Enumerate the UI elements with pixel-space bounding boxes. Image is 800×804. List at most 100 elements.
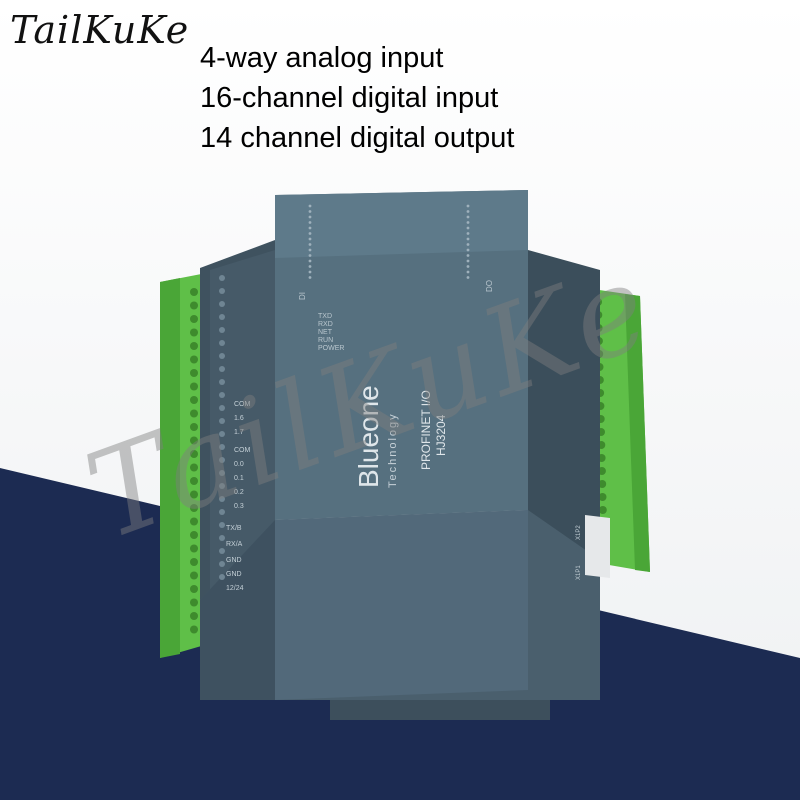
led-indicator — [466, 276, 470, 279]
led-indicator — [466, 221, 470, 224]
terminal-screw — [190, 544, 198, 553]
led-indicator — [308, 265, 312, 268]
housing-screw — [219, 444, 225, 450]
led-label-txd: TXD — [318, 313, 332, 320]
led-label-run: RUN — [318, 337, 333, 344]
housing-screw — [219, 379, 225, 385]
housing-screw — [219, 288, 225, 294]
terminal-screw — [190, 396, 198, 404]
terminal-screw — [190, 328, 198, 337]
terminal-screw — [190, 490, 198, 499]
led-indicator — [466, 215, 470, 219]
terminal-screw — [190, 409, 198, 418]
terminal-screw — [190, 301, 198, 310]
led-indicator — [466, 243, 470, 246]
terminal-screw — [190, 504, 198, 512]
housing-screw — [219, 522, 225, 528]
bus-terminal-label: RX/A — [226, 541, 243, 548]
terminal-screw — [190, 450, 198, 458]
port-label-x1p2: X1P2 — [576, 525, 582, 540]
housing-screw — [219, 327, 225, 333]
brand-name-text: Blueone — [353, 385, 384, 488]
terminal-screw — [190, 585, 198, 593]
led-indicator — [308, 270, 312, 274]
housing-screw — [219, 353, 225, 359]
bus-terminal-label: GND — [226, 571, 242, 578]
led-indicator — [308, 259, 312, 263]
terminal-label: 0.2 — [234, 489, 244, 496]
housing-screw — [219, 314, 225, 320]
led-indicator — [308, 276, 312, 279]
port-label-x1p1: X1P1 — [576, 565, 582, 580]
terminal-label: COM — [234, 447, 251, 454]
di-label: DI — [298, 292, 307, 300]
terminal-screw — [598, 506, 607, 514]
terminal-label: 1.6 — [234, 415, 244, 422]
terminal-screw — [190, 517, 198, 526]
led-indicator — [308, 221, 312, 224]
brand-sub-text: Technology — [387, 412, 399, 488]
product-line-text: PROFINET I/O — [419, 390, 433, 470]
terminal-screw — [190, 342, 198, 350]
housing-screw — [219, 301, 225, 307]
led-indicator — [466, 259, 470, 263]
led-indicator — [466, 237, 470, 241]
housing-screw — [219, 392, 225, 398]
led-indicator — [308, 215, 312, 219]
led-indicator — [466, 254, 470, 257]
led-indicator — [308, 243, 312, 246]
housing-screw — [219, 431, 225, 437]
terminal-screw — [190, 463, 198, 472]
device-top-face — [275, 190, 528, 520]
terminal-screw — [190, 382, 198, 391]
led-indicator — [466, 232, 470, 235]
housing-screw — [219, 548, 225, 554]
led-indicator — [308, 210, 312, 213]
housing-screw — [219, 418, 225, 424]
housing-screw — [219, 535, 225, 541]
housing-screw — [219, 275, 225, 281]
led-indicator — [466, 204, 470, 208]
feature-item: 14 channel digital output — [200, 122, 515, 154]
led-indicator — [466, 226, 470, 230]
terminal-label: 0.0 — [234, 461, 244, 468]
led-label-rxd: RXD — [318, 321, 333, 328]
housing-screw — [219, 509, 225, 515]
terminal-label: 0.1 — [234, 475, 244, 482]
led-indicator — [466, 210, 470, 213]
do-label: DO — [485, 280, 494, 292]
brand-logo: TailKuKe — [10, 8, 190, 52]
led-indicator — [308, 226, 312, 230]
model-text: HJ3204 — [434, 414, 448, 456]
housing-screw — [219, 366, 225, 372]
led-indicator — [308, 254, 312, 257]
housing-screw — [219, 561, 225, 567]
led-indicator — [466, 270, 470, 274]
bus-terminal-label: 12/24 — [226, 585, 244, 592]
housing-screw — [219, 483, 225, 489]
housing-screw — [219, 470, 225, 476]
housing-screw — [219, 340, 225, 346]
feature-item: 4-way analog input — [200, 42, 444, 74]
terminal-screw — [190, 598, 198, 607]
feature-list: 4-way analog input 16-channel digital in… — [200, 38, 514, 158]
bus-terminal-label: TX/B — [226, 525, 242, 532]
terminal-screw — [190, 423, 198, 431]
housing-screw — [219, 405, 225, 411]
led-indicator — [466, 248, 470, 252]
terminal-screw — [598, 493, 607, 501]
feature-item: 16-channel digital input — [200, 82, 499, 114]
terminal-label: COM — [234, 401, 251, 408]
terminal-screw — [190, 477, 198, 485]
led-label-power: POWER — [318, 345, 344, 352]
housing-screw — [219, 496, 225, 502]
terminal-screw — [190, 355, 198, 364]
terminal-label: 1.7 — [234, 429, 244, 436]
housing-screw — [219, 457, 225, 463]
led-indicator — [308, 204, 312, 208]
bus-terminal-label: GND — [226, 557, 242, 564]
terminal-screw — [190, 612, 198, 620]
terminal-label: 0.3 — [234, 503, 244, 510]
